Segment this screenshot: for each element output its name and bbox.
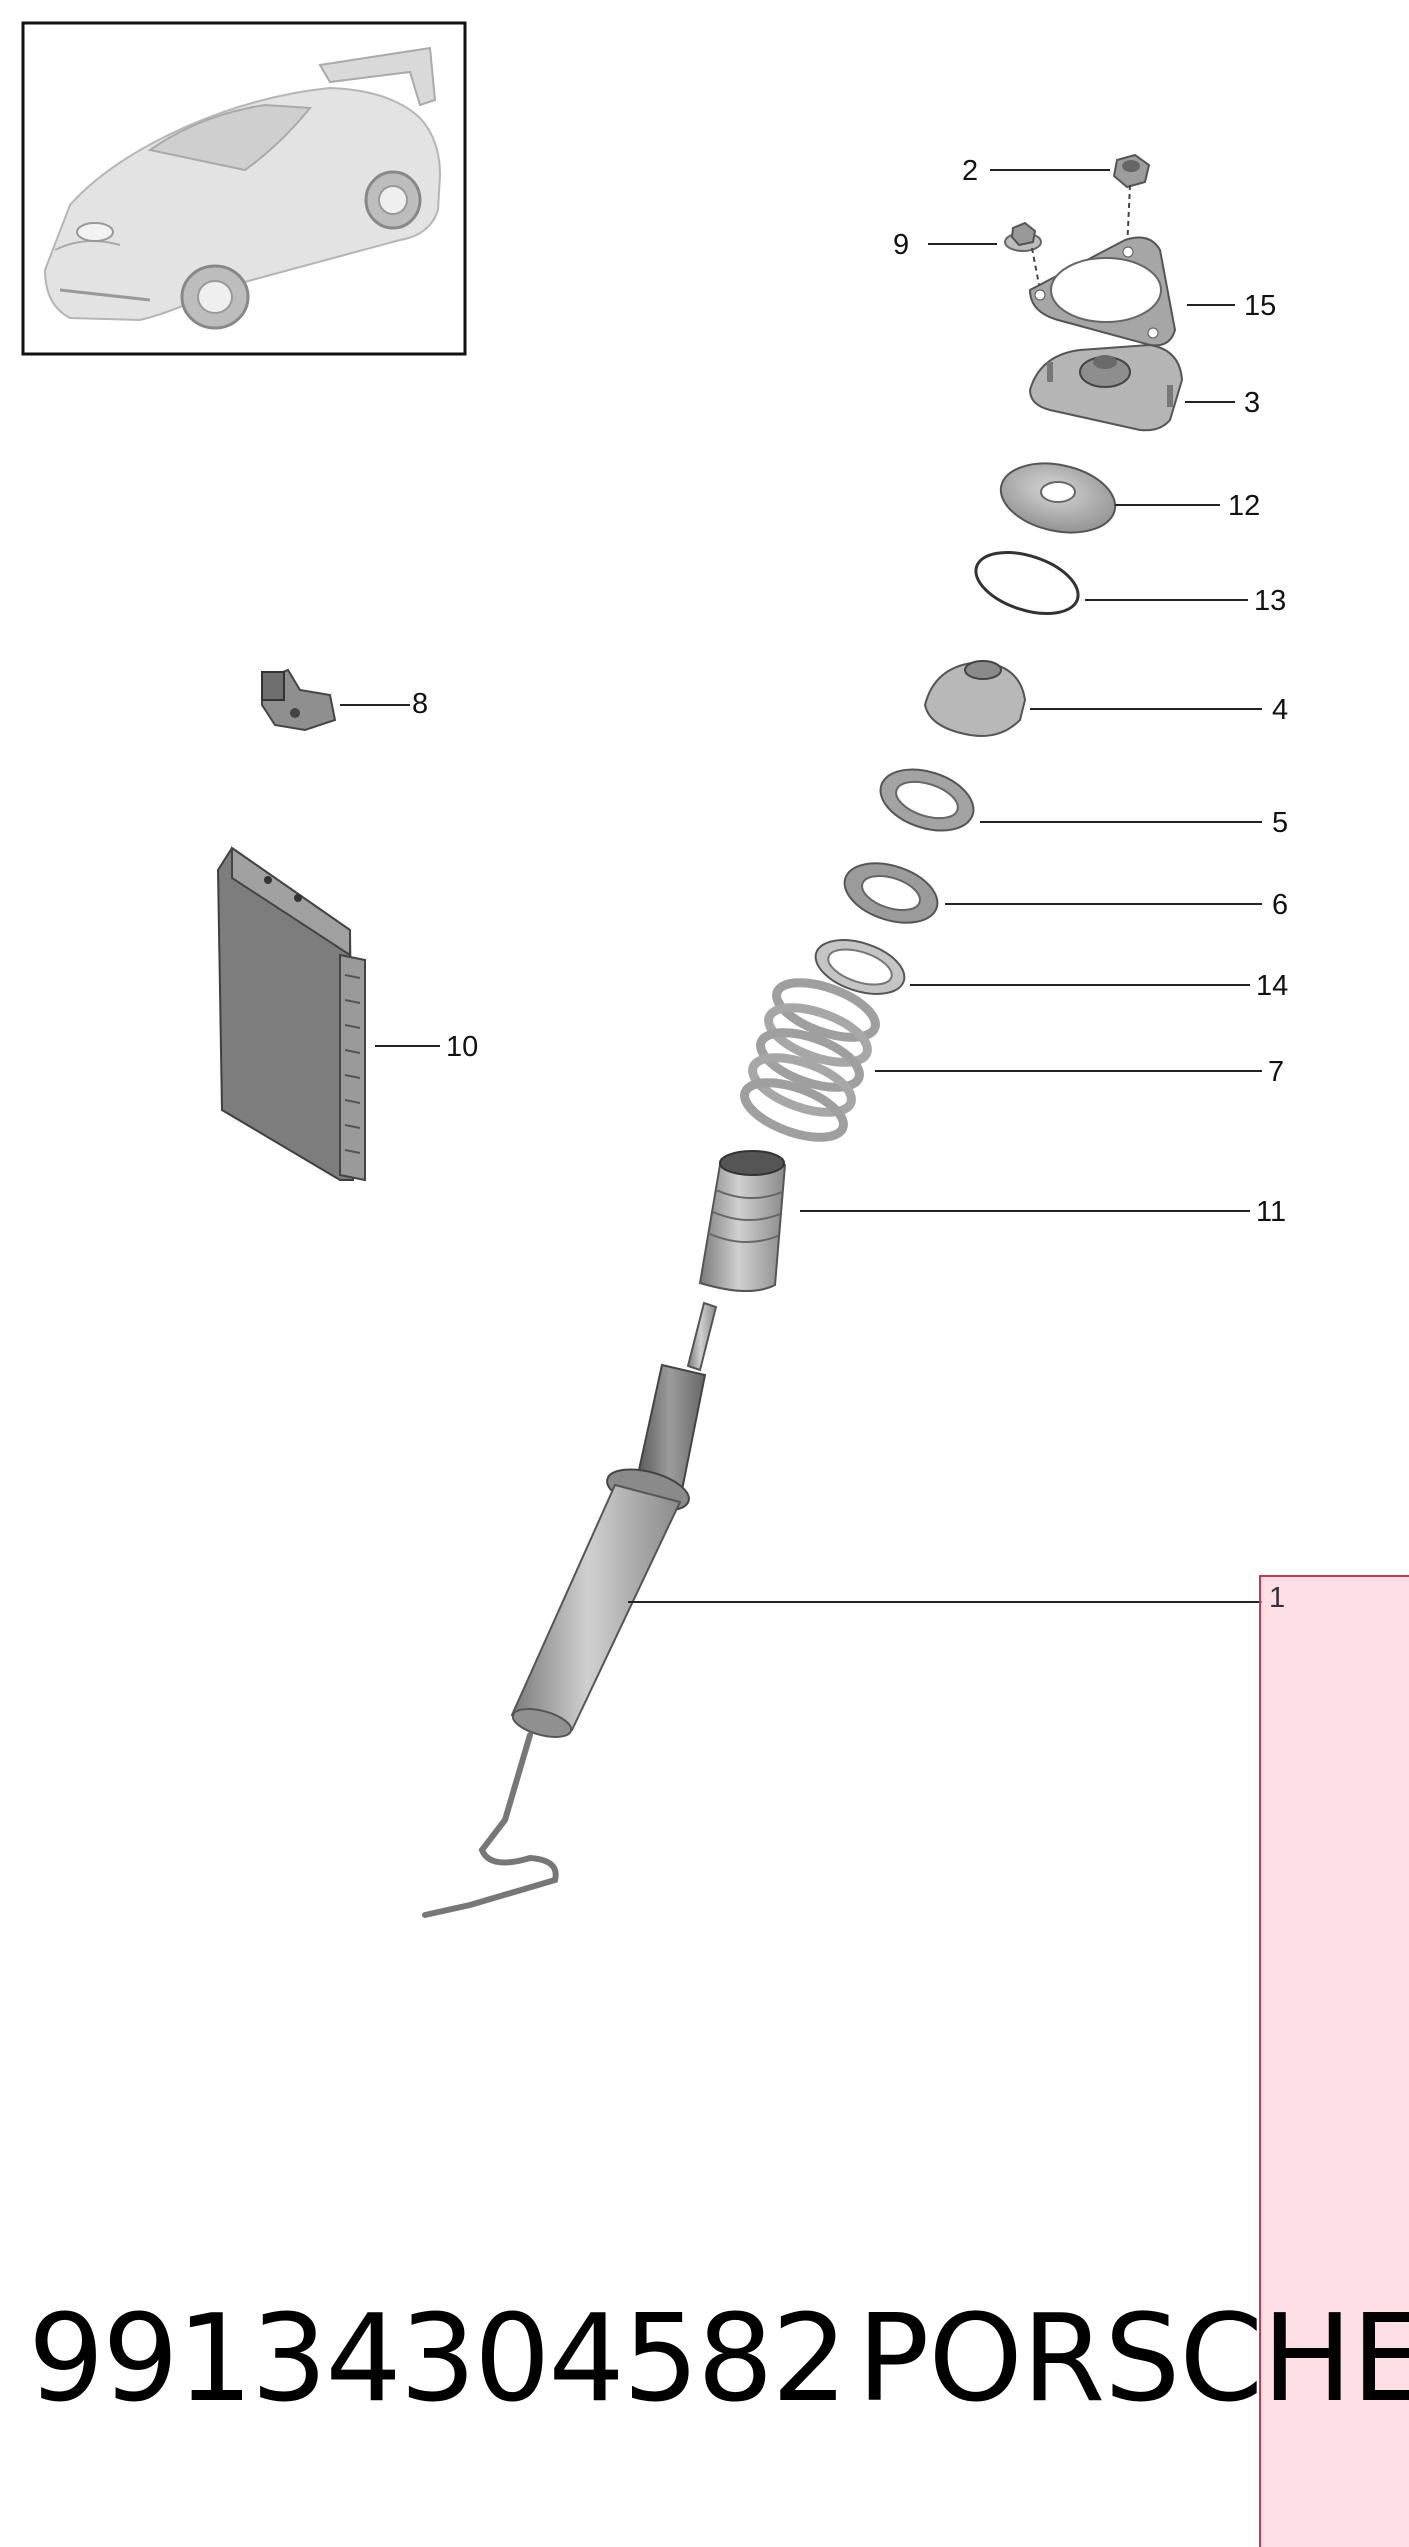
part-spring-seat-icon [879, 768, 975, 832]
callout-label-1: 1 [1269, 1582, 1286, 1614]
part-disc-icon [999, 462, 1117, 534]
car-icon [43, 46, 442, 330]
part-o-ring-icon [974, 551, 1080, 615]
leader-lines [340, 169, 1262, 1603]
callout-label-15: 15 [1244, 290, 1276, 322]
part-bearing-ring-icon [843, 862, 939, 924]
brand-name: PORSCHE [857, 2290, 1409, 2429]
part-sensor-icon [261, 668, 337, 732]
part-nut-icon [1112, 153, 1151, 189]
callout-label-11: 11 [1256, 1196, 1286, 1228]
part-control-unit-icon [216, 846, 366, 1182]
part-coil-spring-icon [740, 978, 880, 1142]
callout-label-6: 6 [1272, 889, 1288, 921]
callout-label-8: 8 [412, 688, 428, 720]
callout-label-3: 3 [1244, 387, 1260, 419]
callout-label-9: 9 [893, 229, 909, 261]
callout-label-2: 2 [962, 155, 978, 187]
callout-label-7: 7 [1268, 1056, 1284, 1088]
callout-label-4: 4 [1272, 694, 1288, 726]
callout-label-10: 10 [446, 1031, 478, 1063]
callout-label-5: 5 [1272, 807, 1288, 839]
part-gasket-icon [1028, 236, 1177, 347]
stud-guide-line [1031, 247, 1041, 291]
callout-label-14: 14 [1256, 970, 1288, 1002]
callout-label-12: 12 [1228, 490, 1260, 522]
callout-label-13: 13 [1254, 585, 1286, 617]
part-shock-absorber-icon [422, 1301, 718, 1918]
part-bellows-icon [698, 1150, 787, 1293]
car-thumbnail [21, 21, 467, 356]
part-number: 99134304582 [28, 2290, 848, 2429]
part-top-mount-icon [1028, 343, 1184, 432]
footer: 99134304582 PORSCHE [0, 2270, 1409, 2450]
part-flange-nut-icon [1004, 221, 1042, 252]
part-shim-icon [814, 939, 906, 995]
highlight-overlay [1259, 1575, 1409, 2547]
part-bump-cap-icon [923, 660, 1027, 737]
